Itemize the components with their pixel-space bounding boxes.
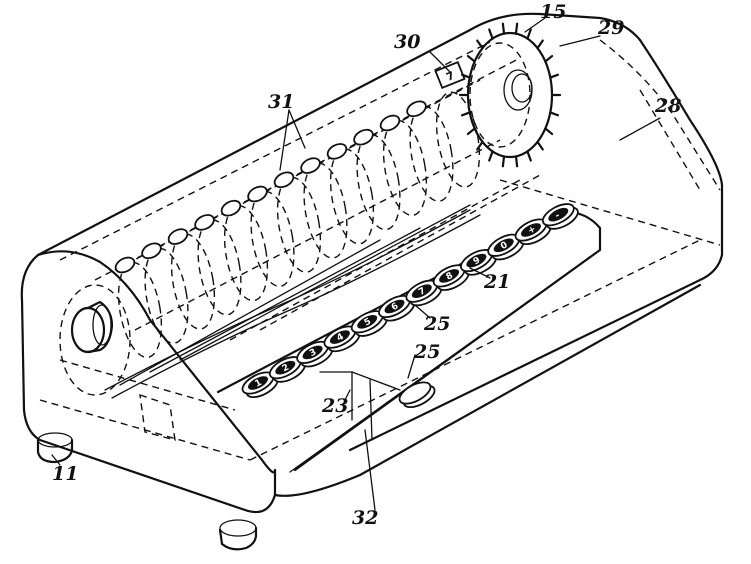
key-label: 6 [390, 301, 400, 313]
counter-wheel [223, 205, 269, 302]
key-label: 0 [499, 240, 509, 252]
gear-tooth [536, 140, 544, 151]
counter-wheel [117, 261, 163, 359]
key-label: 5 [363, 317, 373, 329]
gear-tooth [466, 54, 476, 63]
ref-32: 32 [352, 507, 378, 529]
ref-29: 29 [597, 17, 624, 39]
ref-23: 23 [321, 395, 348, 417]
gear-tooth [460, 73, 471, 79]
gear-tooth [514, 155, 519, 168]
ref-25-upper: 25 [423, 313, 450, 335]
display-hole [114, 256, 136, 274]
counter-wheel [329, 148, 375, 245]
gear-tooth [549, 73, 560, 79]
shaft-knob [70, 300, 114, 354]
gear-tooth [466, 127, 476, 136]
gear-icon [458, 22, 562, 168]
display-hole [167, 228, 189, 245]
counter-wheel [170, 233, 216, 330]
counter-wheel [197, 219, 242, 316]
key-label: 7 [417, 286, 427, 298]
key-label: - [554, 211, 562, 222]
gear-tooth [501, 22, 506, 35]
key-button[interactable]: 4 [321, 322, 363, 356]
gear-tooth [544, 127, 554, 136]
counter-wheel [144, 247, 189, 344]
key-label: + [526, 224, 537, 236]
counter-wheel [382, 119, 428, 217]
gear-tooth [460, 111, 471, 117]
display-hole [273, 171, 295, 189]
linkage-wires [104, 174, 541, 399]
key-button[interactable]: - [540, 200, 582, 234]
gear-tooth [488, 28, 494, 40]
gear-tooth [488, 150, 494, 162]
counter-wheel [250, 190, 295, 288]
display-hole [247, 185, 268, 203]
key-label: 1 [253, 378, 263, 390]
ref-21: 21 [483, 271, 510, 293]
feet [36, 432, 258, 551]
key-label: 4 [335, 332, 345, 344]
display-hole [379, 114, 401, 132]
ref-28: 28 [654, 95, 681, 117]
window-digit: 7 [444, 69, 456, 84]
display-holes [114, 100, 427, 274]
key-button[interactable]: 1 [239, 368, 281, 402]
gear-tooth [526, 28, 532, 40]
counter-wheel [303, 162, 348, 259]
display-hole [141, 242, 162, 260]
key-label: 9 [472, 256, 482, 268]
gear-tooth [536, 39, 544, 50]
display-hole [220, 199, 242, 217]
gear-tooth [476, 39, 484, 50]
display-hole [194, 214, 215, 231]
gear-tooth [526, 150, 532, 162]
counter-wheel [356, 134, 401, 231]
display-hole [406, 100, 427, 118]
key-button-lower[interactable] [396, 378, 438, 412]
gear-tooth [549, 111, 560, 117]
key-button[interactable]: 2 [267, 353, 309, 387]
ref-15: 15 [540, 1, 566, 23]
gear-tooth [501, 155, 506, 168]
gear-tooth [514, 22, 519, 35]
key-button[interactable]: 8 [430, 261, 472, 295]
key-label: 3 [308, 347, 318, 359]
ref-31: 31 [268, 91, 294, 113]
key-label: 2 [281, 363, 291, 375]
ref-11: 11 [52, 463, 78, 485]
leader-lines [51, 17, 661, 511]
ref-25-lower: 25 [413, 341, 440, 363]
result-window: 7 [434, 60, 466, 90]
key-label: 8 [445, 271, 455, 283]
counter-wheel [276, 176, 322, 273]
counter-wheel [435, 91, 481, 188]
gear-tooth [476, 140, 484, 151]
display-hole [353, 128, 374, 146]
counter-wheel [409, 105, 454, 202]
display-hole [300, 157, 321, 174]
reference-numerals: 15 29 30 31 28 21 25 25 23 11 32 [52, 1, 681, 529]
key-button[interactable]: 5 [348, 307, 390, 341]
display-hole [326, 143, 348, 160]
lever-bar [319, 371, 401, 441]
gear-tooth [544, 54, 554, 63]
ref-30: 30 [394, 31, 420, 53]
